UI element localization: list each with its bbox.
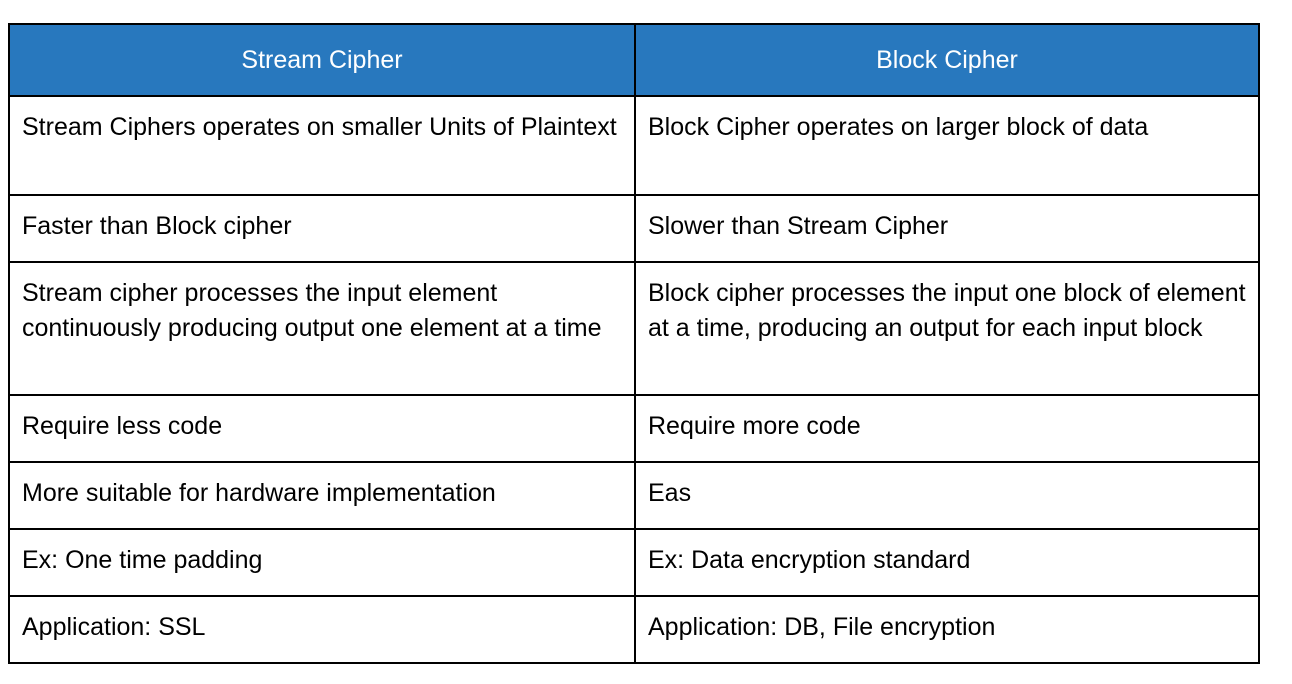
table-row: Ex: One time padding Ex: Data encryption… <box>8 528 1260 597</box>
column-header-stream-cipher: Stream Cipher <box>8 23 636 97</box>
cell-block-row-1: Block Cipher operates on larger block of… <box>634 95 1260 196</box>
cell-stream-row-7: Application: SSL <box>8 595 636 664</box>
table-body: Stream Ciphers operates on smaller Units… <box>8 95 1260 664</box>
cell-block-row-3: Block cipher processes the input one blo… <box>634 261 1260 396</box>
cell-block-row-7: Application: DB, File encryption <box>634 595 1260 664</box>
cell-stream-row-4: Require less code <box>8 394 636 463</box>
comparison-table-container: Stream Cipher Block Cipher Stream Cipher… <box>8 23 1260 664</box>
cell-block-row-2: Slower than Stream Cipher <box>634 194 1260 263</box>
cell-stream-row-5: More suitable for hardware implementatio… <box>8 461 636 530</box>
cell-stream-row-1: Stream Ciphers operates on smaller Units… <box>8 95 636 196</box>
table-row: Application: SSL Application: DB, File e… <box>8 595 1260 664</box>
cell-stream-row-6: Ex: One time padding <box>8 528 636 597</box>
table-row: Require less code Require more code <box>8 394 1260 463</box>
table-row: Faster than Block cipher Slower than Str… <box>8 194 1260 263</box>
table-row: Stream cipher processes the input elemen… <box>8 261 1260 396</box>
cell-block-row-6: Ex: Data encryption standard <box>634 528 1260 597</box>
cell-block-row-4: Require more code <box>634 394 1260 463</box>
table-row: Stream Ciphers operates on smaller Units… <box>8 95 1260 196</box>
table-header: Stream Cipher Block Cipher <box>8 23 1260 97</box>
table-header-row: Stream Cipher Block Cipher <box>8 23 1260 97</box>
cell-block-row-5: Eas <box>634 461 1260 530</box>
cell-stream-row-3: Stream cipher processes the input elemen… <box>8 261 636 396</box>
cell-stream-row-2: Faster than Block cipher <box>8 194 636 263</box>
table-row: More suitable for hardware implementatio… <box>8 461 1260 530</box>
stream-vs-block-cipher-table: Stream Cipher Block Cipher Stream Cipher… <box>8 23 1260 664</box>
column-header-block-cipher: Block Cipher <box>634 23 1260 97</box>
